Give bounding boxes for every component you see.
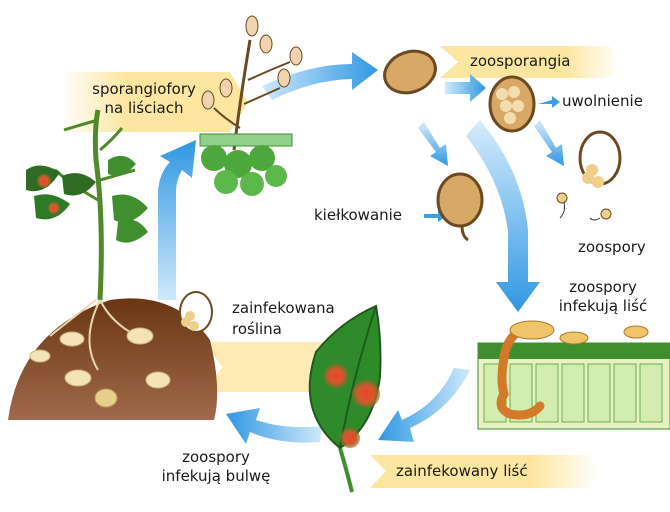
label-germination: kiełkowanie <box>314 206 402 225</box>
zoospores-released <box>557 132 620 220</box>
label-sporangiophores: sporangiofory na liściach <box>64 80 224 118</box>
germinating-sporangium <box>438 174 482 240</box>
arrow-to-leaf-lower <box>378 368 470 442</box>
label-infected-leaf: zainfekowany liść <box>396 462 528 481</box>
label-zoospores-infect-tuber: zoospory infekują bulwę <box>136 448 296 486</box>
label-infected-plant: zainfekowana roślina <box>232 298 335 340</box>
label-zoosporangia: zoosporangia <box>470 52 571 71</box>
pointer-release <box>538 96 560 108</box>
sporangium-releasing <box>490 77 534 131</box>
leaf-tissue-cross-section <box>478 321 670 429</box>
arrow-to-plant <box>226 408 322 444</box>
arrow-release <box>445 74 486 102</box>
label-zoospores: zoospory <box>578 238 646 257</box>
arrow-germination <box>418 122 448 166</box>
arrow-up-left <box>158 140 196 300</box>
zoosporangium <box>379 44 442 99</box>
label-release: uwolnienie <box>562 92 643 111</box>
sporangium-near-tuber <box>180 292 212 332</box>
label-zoospores-infect-leaf: zoospory infekują liść <box>540 278 666 316</box>
arrow-zoospores <box>534 120 564 166</box>
